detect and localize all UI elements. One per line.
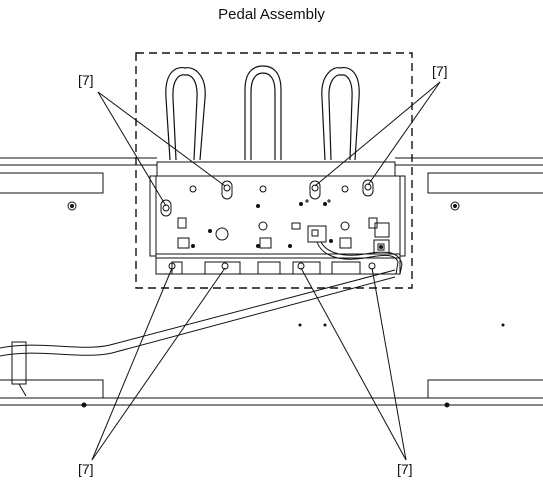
screw-bottom-2 [221,262,229,270]
screw-upper-left-inner [221,180,233,200]
left-pedal [165,66,206,161]
right-pedal [321,66,360,161]
callout-top-right: [7] [432,63,448,79]
screw-upper-right-outer [362,179,374,197]
highlight-box [135,52,413,289]
screw-upper-left-outer [160,199,172,217]
pedals [165,65,360,161]
diagram-title: Pedal Assembly [218,6,325,23]
pedal-box [149,161,406,275]
frame-rails [0,157,543,408]
leader-lines [91,81,441,461]
callout-bottom-right: [7] [397,461,413,477]
callout-top-left: [7] [78,72,94,88]
screw-upper-right-inner [309,180,321,200]
callout-bottom-left: [7] [78,461,94,477]
center-pedal [244,65,282,160]
